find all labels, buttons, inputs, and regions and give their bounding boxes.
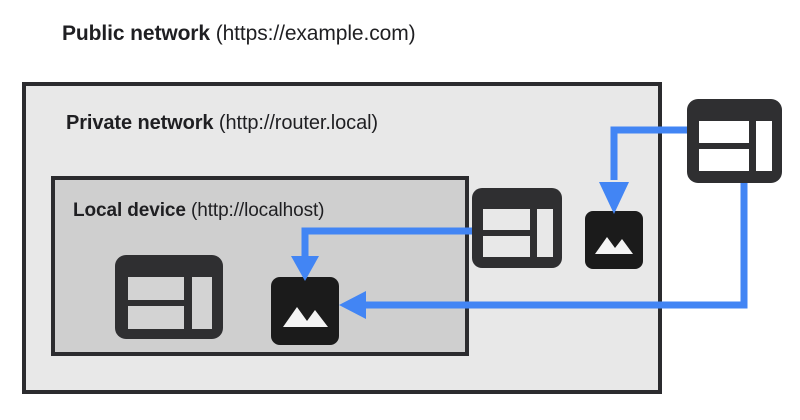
image-icon — [271, 277, 339, 345]
image-icon-private-network[interactable] — [585, 211, 643, 269]
browser-window-icon — [472, 188, 562, 268]
image-icon-local-device[interactable] — [271, 277, 339, 345]
browser-window-icon — [687, 99, 782, 183]
public-network-label-bold: Public network — [62, 22, 210, 45]
local-device-label-url: (http://localhost) — [185, 200, 325, 221]
local-device-label-bold: Local device — [73, 200, 186, 221]
browser-window-icon-private-network[interactable] — [472, 188, 562, 268]
private-network-label-bold: Private network — [66, 112, 214, 134]
image-icon — [585, 211, 643, 269]
public-network-label: Public network (https://example.com) — [62, 22, 416, 46]
private-network-box: Private network (http://router.local) Lo… — [22, 82, 662, 394]
local-device-label: Local device (http://localhost) — [73, 200, 325, 222]
browser-window-icon-public-network[interactable] — [687, 99, 782, 183]
local-device-box: Local device (http://localhost) — [51, 176, 469, 356]
private-network-label-url: (http://router.local) — [213, 112, 378, 134]
public-network-label-url: (https://example.com) — [209, 22, 416, 45]
browser-window-icon-local-device[interactable] — [115, 255, 223, 339]
browser-window-icon — [115, 255, 223, 339]
private-network-label: Private network (http://router.local) — [66, 112, 378, 135]
